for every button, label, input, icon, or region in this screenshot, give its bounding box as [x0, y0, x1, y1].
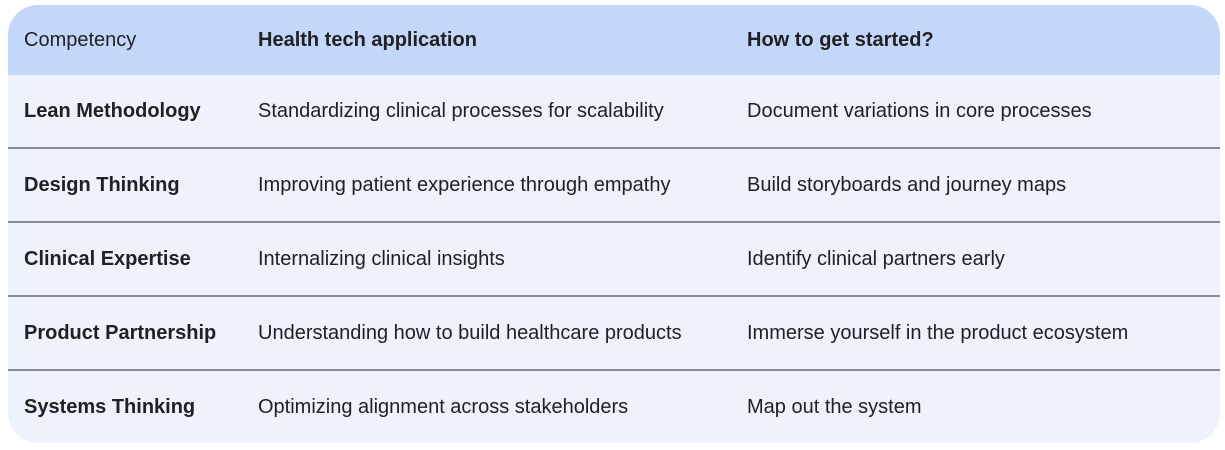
cell-application: Optimizing alignment across stakeholders: [258, 395, 629, 418]
column-header-get-started: How to get started?: [747, 28, 934, 51]
cell-get-started: Document variations in core processes: [747, 99, 1092, 122]
cell-application: Internalizing clinical insights: [258, 247, 505, 270]
cell-get-started: Map out the system: [747, 395, 922, 418]
cell-get-started: Immerse yourself in the product ecosyste…: [747, 321, 1129, 344]
table-row: Product Partnership Understanding how to…: [8, 295, 1220, 369]
cell-competency: Clinical Expertise: [24, 247, 191, 270]
cell-get-started: Build storyboards and journey maps: [747, 173, 1067, 196]
table-header-row: Competency Health tech application How t…: [8, 5, 1220, 75]
competency-table: Competency Health tech application How t…: [8, 5, 1220, 443]
column-header-competency: Competency: [24, 28, 137, 51]
cell-competency: Product Partnership: [24, 321, 217, 344]
column-header-application: Health tech application: [258, 28, 477, 51]
cell-competency: Systems Thinking: [24, 395, 196, 418]
cell-get-started: Identify clinical partners early: [747, 247, 1005, 270]
cell-competency: Design Thinking: [24, 173, 180, 196]
cell-application: Standardizing clinical processes for sca…: [258, 99, 664, 122]
table-row: Lean Methodology Standardizing clinical …: [8, 75, 1220, 147]
table-row: Systems Thinking Optimizing alignment ac…: [8, 369, 1220, 443]
cell-application: Understanding how to build healthcare pr…: [258, 321, 682, 344]
cell-application: Improving patient experience through emp…: [258, 173, 671, 196]
cell-competency: Lean Methodology: [24, 99, 201, 122]
table-row: Design Thinking Improving patient experi…: [8, 147, 1220, 221]
table-row: Clinical Expertise Internalizing clinica…: [8, 221, 1220, 295]
